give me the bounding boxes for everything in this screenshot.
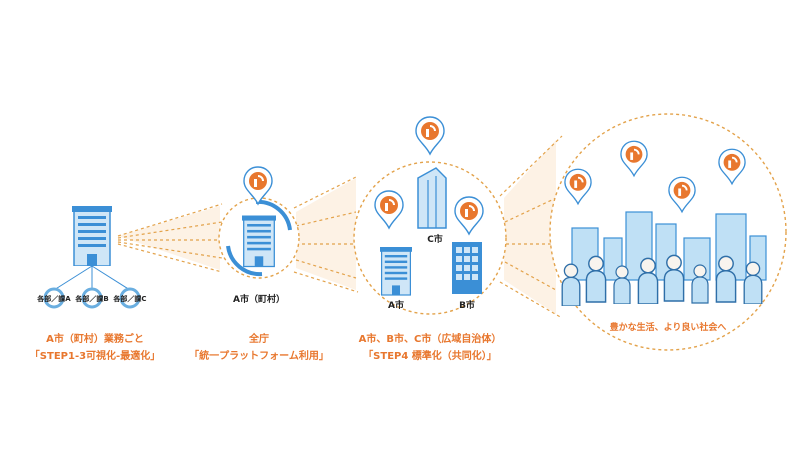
map-pin-logo-icon [243, 166, 273, 205]
department-label-c: 各部／課C [113, 295, 147, 303]
dept-ring-icon [43, 287, 141, 309]
stage1-caption-line1: A市（町村）業務ごと [46, 334, 144, 345]
city-a-building-icon [380, 246, 412, 296]
stage1-caption-line2: 「STEP1-3可視化-最適化」 [29, 351, 161, 362]
society-caption: 豊かな生活、より良い社会へ [609, 323, 727, 333]
stage2-building-icon [242, 214, 276, 268]
stage3-caption-line2: 「STEP4 標準化（共同化）」 [363, 351, 497, 362]
stage1-building-icon [72, 206, 112, 266]
stage2-caption-line1: 全庁 [249, 334, 269, 345]
city-a-label: A市 [388, 301, 404, 311]
city-c-building-icon [417, 167, 447, 229]
stage2-node-label: A市（町村） [233, 295, 285, 305]
city-b-building-icon [452, 242, 482, 294]
department-label-a: 各部／課A [37, 295, 71, 303]
department-label-b: 各部／課B [75, 295, 109, 303]
sync-arrows-icon [226, 199, 292, 277]
stage2-caption-line2: 「統一プラットフォーム利用」 [189, 351, 329, 362]
department-links [53, 265, 131, 291]
city-c-label: C市 [427, 235, 443, 245]
stage3-caption-line1: A市、B市、C市（広域自治体） [358, 334, 502, 345]
connector-band [117, 135, 563, 319]
city-b-label: B市 [459, 301, 475, 311]
